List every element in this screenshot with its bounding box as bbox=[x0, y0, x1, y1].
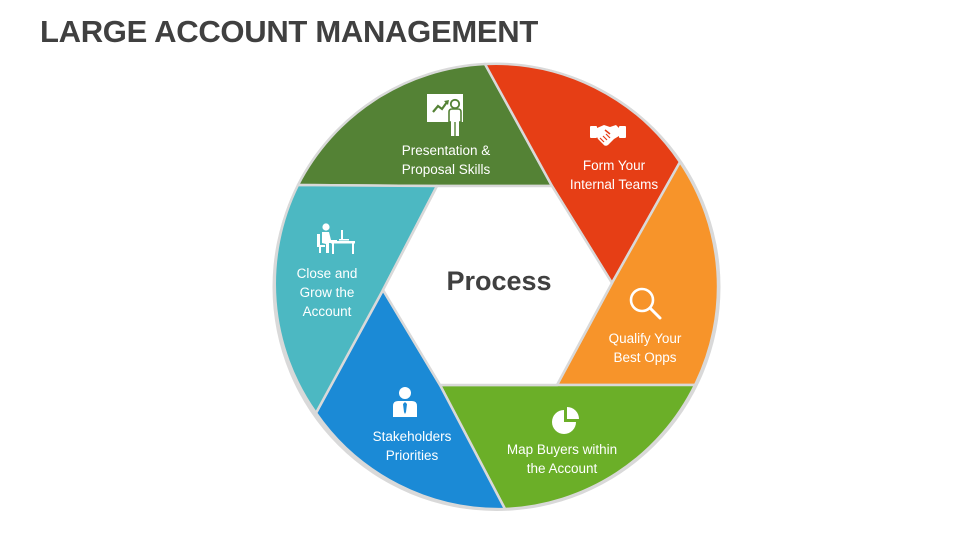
segment-close-grow[interactable] bbox=[273, 183, 439, 415]
label-line: Proposal Skills bbox=[401, 162, 491, 177]
businessman-icon bbox=[393, 387, 417, 417]
label-line: Priorities bbox=[385, 448, 439, 463]
search-icon bbox=[629, 287, 662, 320]
label-line: Map Buyers within bbox=[506, 442, 618, 457]
label-line: Best Opps bbox=[613, 350, 677, 365]
page-title: LARGE ACCOUNT MANAGEMENT bbox=[40, 14, 538, 49]
segment-label-qualify: Qualify Your Best Opps bbox=[609, 329, 682, 367]
segment-label-stakeholders: Stakeholders Priorities bbox=[373, 427, 452, 465]
label-line: the Account bbox=[526, 461, 598, 476]
label-line: Stakeholders bbox=[372, 429, 452, 444]
label-line: Internal Teams bbox=[569, 177, 659, 192]
segment-label-close-grow: Close and Grow the Account bbox=[297, 264, 358, 321]
segment-label-map-buyers: Map Buyers within the Account bbox=[507, 440, 617, 478]
handshake-icon bbox=[590, 125, 626, 146]
desk-worker-icon bbox=[317, 223, 355, 254]
segment-map-buyers[interactable] bbox=[438, 383, 697, 511]
label-line: Presentation & bbox=[401, 143, 491, 158]
label-line: Close and bbox=[296, 266, 358, 281]
segment-label-internal-teams: Form Your Internal Teams bbox=[570, 156, 658, 194]
label-line: Account bbox=[302, 304, 352, 319]
label-line: Form Your bbox=[582, 158, 646, 173]
segment-label-presentation: Presentation & Proposal Skills bbox=[402, 141, 491, 179]
center-label: Process bbox=[446, 266, 552, 296]
label-line: Qualify Your bbox=[608, 331, 682, 346]
center-hexagon bbox=[381, 184, 614, 387]
label-line: Grow the bbox=[299, 285, 355, 300]
pie-chart-icon bbox=[552, 407, 579, 434]
presentation-icon bbox=[427, 94, 463, 136]
